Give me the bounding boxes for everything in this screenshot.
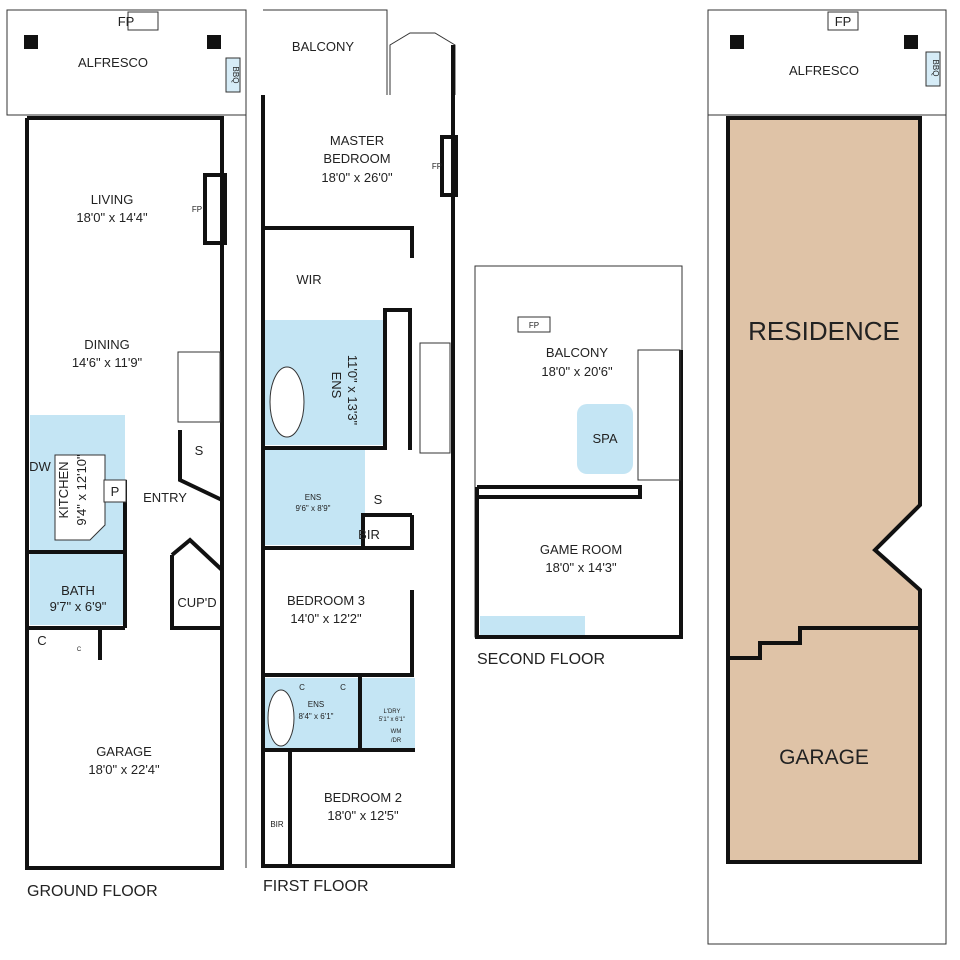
wir-label: WIR — [296, 272, 321, 287]
second-floor-walls — [475, 350, 683, 639]
ensuite-2-area — [265, 450, 365, 545]
second-floor: FP BALCONY 18'0" x 20'6" SPA GAME ROOM 1… — [474, 265, 683, 668]
bedroom-3-size: 14'0" x 12'2" — [290, 611, 362, 626]
spa — [577, 404, 633, 474]
game-room-label: GAME ROOM — [540, 542, 622, 557]
site-plan: FP ALFRESCO BBQ RESIDENCE GARAGE — [707, 9, 947, 945]
fp-label: FP — [118, 14, 135, 29]
bbq-label: BBQ — [231, 67, 240, 84]
ensuite-3-size: 8'4" x 6'1" — [299, 712, 334, 721]
ensuite-2-label: ENS — [305, 493, 321, 502]
bath-label: BATH — [61, 583, 95, 598]
dryer-label: /DR — [391, 738, 402, 744]
fp-label: FP — [432, 162, 442, 171]
ground-floor-walls — [25, 116, 224, 870]
balcony-label: BALCONY — [546, 345, 608, 360]
bath-size: 9'7" x 6'9" — [50, 599, 107, 614]
bir-2-label: BIR — [270, 820, 284, 829]
alfresco-label: ALFRESCO — [789, 63, 859, 78]
bay-window — [389, 32, 456, 95]
kitchen-label: KITCHEN — [56, 461, 71, 518]
balcony-label: BALCONY — [292, 39, 354, 54]
balcony-size: 18'0" x 20'6" — [541, 364, 613, 379]
bar-area — [480, 616, 585, 636]
bedroom-2-size: 18'0" x 12'5" — [327, 808, 399, 823]
bath-area — [30, 553, 125, 625]
store-label: S — [195, 443, 204, 458]
living-fp-label: FP — [192, 205, 202, 214]
stairs[interactable] — [177, 351, 221, 423]
living-size: 18'0" x 14'4" — [76, 210, 148, 225]
residence-footprint — [726, 116, 922, 660]
column — [904, 35, 918, 49]
fireplace — [203, 173, 227, 245]
residence-label: RESIDENCE — [748, 316, 900, 346]
dishwasher-label: DW — [29, 459, 51, 474]
garage-size: 18'0" x 22'4" — [88, 762, 160, 777]
garage-label: GARAGE — [96, 744, 152, 759]
spa-label: SPA — [592, 431, 617, 446]
kitchen-island — [54, 454, 106, 541]
bbq-box — [925, 51, 941, 87]
fireplace — [440, 135, 458, 197]
cupboard-label: C — [299, 683, 305, 692]
cupboard-label: C — [340, 683, 346, 692]
garage-label: GARAGE — [779, 746, 869, 769]
garage-footprint — [726, 626, 922, 864]
ground-floor: FP ALFRESCO BBQ LIVING 18'0" x 14'4" FP … — [6, 9, 247, 900]
second-floor-title: SECOND FLOOR — [477, 651, 605, 668]
store-label: S — [374, 492, 383, 507]
bathtub — [269, 366, 305, 438]
master-label-1: MASTER — [330, 133, 384, 148]
column — [207, 35, 221, 49]
bir-label: BIR — [358, 527, 380, 542]
laundry-size: 5'1" x 6'1" — [379, 717, 405, 723]
bedroom-3-label: BEDROOM 3 — [287, 593, 365, 608]
bedroom-2-label: BEDROOM 2 — [324, 790, 402, 805]
alfresco-label: ALFRESCO — [78, 55, 148, 70]
pantry-label: P — [111, 484, 120, 499]
column — [24, 35, 38, 49]
fp-box — [517, 316, 551, 333]
first-floor-walls — [261, 45, 455, 868]
fp-box — [827, 11, 859, 31]
washing-machine-label: WM — [391, 729, 402, 735]
cupboard-label: CUP'D — [177, 595, 216, 610]
master-label-2: BEDROOM — [323, 151, 390, 166]
bbq-box — [225, 57, 241, 93]
site-boundary — [707, 9, 947, 945]
living-label: LIVING — [91, 192, 134, 207]
pantry-box — [103, 479, 127, 503]
column — [730, 35, 744, 49]
balcony-outline — [263, 9, 388, 95]
stairs[interactable] — [637, 349, 681, 481]
bathtub — [267, 689, 295, 747]
entry-label: ENTRY — [143, 490, 187, 505]
cupboard-c-label: C — [37, 633, 46, 648]
ensuite-label: ENS — [329, 372, 344, 399]
fp-label: FP — [529, 321, 539, 330]
ensuite-2-size: 9'6" x 8'9" — [296, 504, 331, 513]
fireplace-box — [127, 11, 159, 31]
ensuite-size: 11'0" x 13'3" — [345, 355, 360, 426]
fp-label: FP — [835, 14, 852, 29]
master-size: 18'0" x 26'0" — [321, 170, 393, 185]
ensuite-3-label: ENS — [308, 700, 324, 709]
laundry-label: L'DRY — [383, 709, 400, 715]
first-floor-title: FIRST FLOOR — [263, 878, 369, 895]
kitchen-size: 9'4" x 12'10" — [74, 454, 89, 526]
dining-label: DINING — [84, 337, 130, 352]
stairs[interactable] — [419, 342, 451, 454]
alfresco-area — [6, 9, 247, 116]
bbq-label: BBQ — [931, 60, 940, 77]
dining-size: 14'6" x 11'9" — [72, 355, 143, 370]
cupboard-small-label: C — [77, 647, 82, 653]
game-room-size: 18'0" x 14'3" — [545, 560, 617, 575]
interior-walls — [27, 430, 224, 660]
first-floor: BALCONY MASTER BEDROOM 18'0" x 26'0" FP … — [261, 9, 458, 895]
ground-floor-title: GROUND FLOOR — [27, 883, 158, 900]
